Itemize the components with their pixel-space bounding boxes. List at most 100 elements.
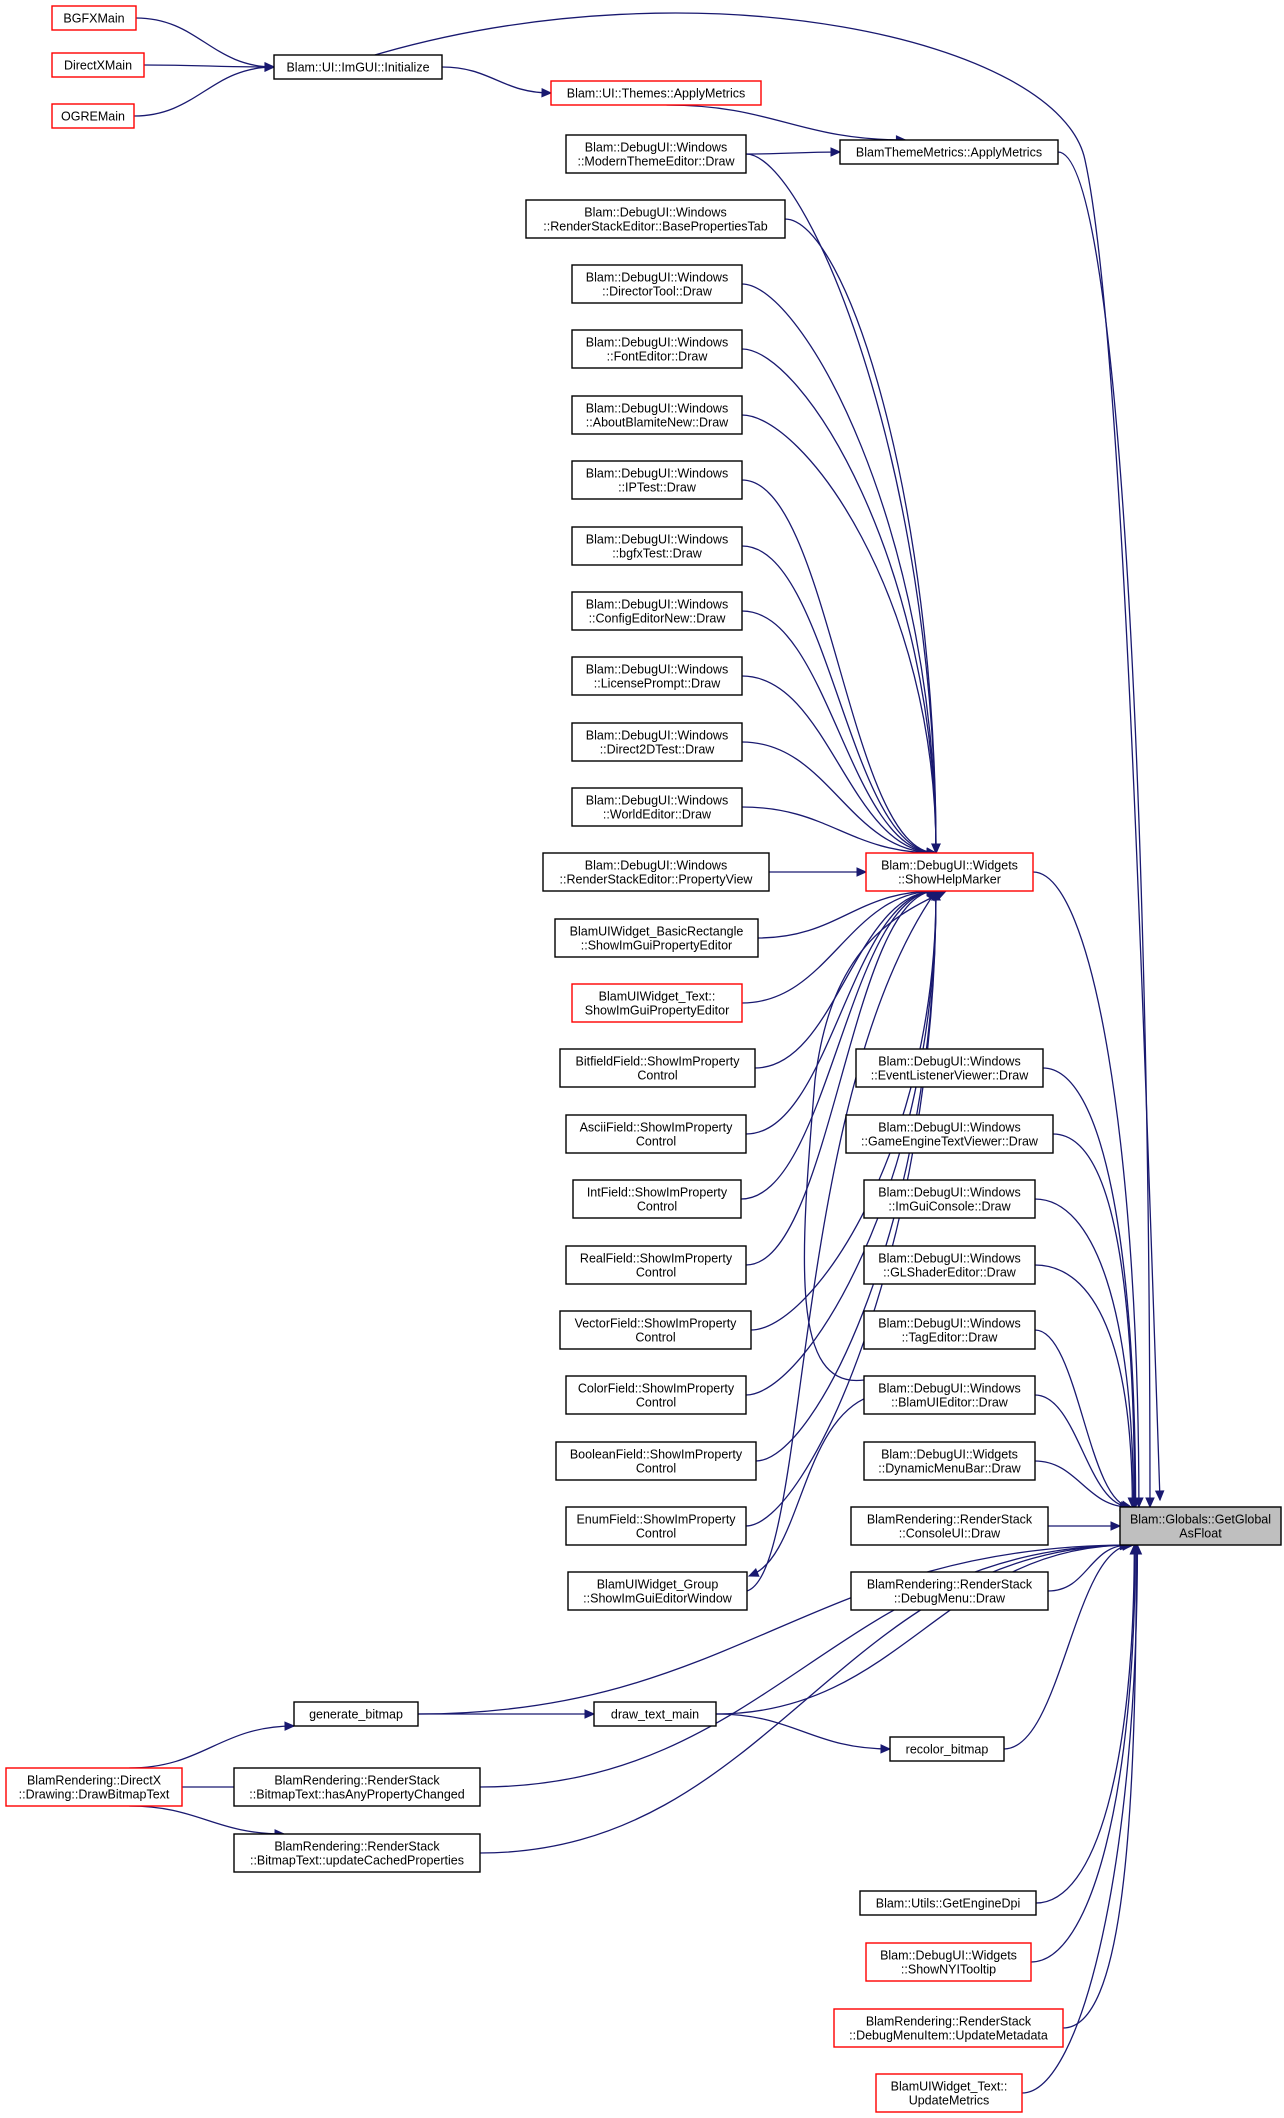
node-director-tool-draw[interactable]: Blam::DebugUI::Windows::DirectorTool::Dr… bbox=[571, 264, 743, 304]
node-label-line: BGFXMain bbox=[63, 12, 124, 26]
node-show-help-marker[interactable]: Blam::DebugUI::Widgets::ShowHelpMarker bbox=[865, 852, 1034, 892]
node-dynamic-menu-bar-draw[interactable]: Blam::DebugUI::Widgets::DynamicMenuBar::… bbox=[863, 1441, 1036, 1481]
node-box bbox=[572, 1179, 742, 1219]
node-ogre-main[interactable]: OGREMain bbox=[51, 103, 135, 129]
node-label-line: Blam::DebugUI::Windows bbox=[586, 794, 728, 808]
node-label-line: Blam::DebugUI::Windows bbox=[586, 533, 728, 547]
node-box bbox=[865, 852, 1034, 892]
node-label-line: Blam::DebugUI::Windows bbox=[585, 859, 727, 873]
node-console-ui-draw[interactable]: BlamRendering::RenderStack::ConsoleUI::D… bbox=[850, 1506, 1049, 1546]
node-label-line: ::RenderStackEditor::PropertyView bbox=[560, 873, 754, 887]
node-widget-text-update-metrics[interactable]: BlamUIWidget_Text::UpdateMetrics bbox=[875, 2073, 1023, 2113]
node-about-blamite-new-draw[interactable]: Blam::DebugUI::Windows::AboutBlamiteNew:… bbox=[571, 395, 743, 435]
node-themes-apply-metrics[interactable]: Blam::UI::Themes::ApplyMetrics bbox=[550, 80, 762, 106]
node-direct2d-test-draw[interactable]: Blam::DebugUI::Windows::Direct2DTest::Dr… bbox=[571, 722, 743, 762]
edge-arrowhead bbox=[1110, 1521, 1122, 1531]
node-world-editor-draw[interactable]: Blam::DebugUI::Windows::WorldEditor::Dra… bbox=[571, 787, 743, 827]
node-render-stack-editor-property-view[interactable]: Blam::DebugUI::Windows::RenderStackEdito… bbox=[542, 852, 770, 892]
node-config-editor-new-draw[interactable]: Blam::DebugUI::Windows::ConfigEditorNew:… bbox=[571, 591, 743, 631]
edge-arrowhead bbox=[584, 1709, 596, 1719]
node-game-engine-text-viewer-draw[interactable]: Blam::DebugUI::Windows::GameEngineTextVi… bbox=[845, 1114, 1054, 1154]
edge-line bbox=[741, 806, 937, 854]
node-label-line: BitfieldField::ShowImProperty bbox=[576, 1055, 741, 1069]
node-gl-shader-editor-draw[interactable]: Blam::DebugUI::Windows::GLShaderEditor::… bbox=[863, 1245, 1036, 1285]
node-basic-rectangle-show-editor[interactable]: BlamUIWidget_BasicRectangle::ShowImGuiPr… bbox=[554, 918, 759, 958]
node-blam-theme-metrics-apply[interactable]: BlamThemeMetrics::ApplyMetrics bbox=[839, 139, 1059, 165]
node-has-any-property-changed[interactable]: BlamRendering::RenderStack::BitmapText::… bbox=[233, 1767, 481, 1807]
node-debug-menu-draw[interactable]: BlamRendering::RenderStack::DebugMenu::D… bbox=[850, 1571, 1049, 1611]
node-label-line: Blam::DebugUI::Windows bbox=[878, 1055, 1020, 1069]
node-widget-text-show-editor[interactable]: BlamUIWidget_Text::ShowImGuiPropertyEdit… bbox=[571, 983, 743, 1023]
node-label-line: Blam::UI::Themes::ApplyMetrics bbox=[567, 87, 746, 101]
node-label-line: Blam::DebugUI::Windows bbox=[586, 467, 728, 481]
node-box bbox=[863, 1310, 1036, 1350]
edge-console_ui_draw-to-get_global_as_float bbox=[1048, 1521, 1122, 1531]
edge-line bbox=[745, 890, 937, 1266]
node-debug-menu-item-update-metadata[interactable]: BlamRendering::RenderStack::DebugMenuIte… bbox=[833, 2008, 1064, 2048]
node-directx-main[interactable]: DirectXMain bbox=[51, 52, 145, 78]
node-label-line: BlamRendering::RenderStack bbox=[867, 1513, 1033, 1527]
node-box bbox=[565, 134, 747, 174]
node-tag-editor-draw[interactable]: Blam::DebugUI::Windows::TagEditor::Draw bbox=[863, 1310, 1036, 1350]
edge-line bbox=[803, 890, 947, 1382]
node-box bbox=[571, 395, 743, 435]
node-font-editor-draw[interactable]: Blam::DebugUI::Windows::FontEditor::Draw bbox=[571, 329, 743, 369]
node-get-engine-dpi[interactable]: Blam::Utils::GetEngineDpi bbox=[859, 1890, 1037, 1916]
node-draw-text-main[interactable]: draw_text_main bbox=[593, 1701, 717, 1727]
node-label-line: Blam::DebugUI::Windows bbox=[584, 206, 726, 220]
node-label-line: ::ImGuiConsole::Draw bbox=[888, 1200, 1011, 1214]
node-widget-group-show-editor-window[interactable]: BlamUIWidget_Group::ShowImGuiEditorWindo… bbox=[567, 1571, 748, 1611]
node-label-line: Control bbox=[636, 1527, 676, 1541]
edge-line bbox=[741, 741, 937, 854]
node-label-line: ::bgfxTest::Draw bbox=[612, 547, 703, 561]
edge-line bbox=[741, 479, 937, 854]
edge-line bbox=[715, 1544, 1132, 1715]
node-draw-bitmap-text[interactable]: BlamRendering::DirectX::Drawing::DrawBit… bbox=[5, 1767, 183, 1807]
node-bgfx-test-draw[interactable]: Blam::DebugUI::Windows::bgfxTest::Draw bbox=[571, 526, 743, 566]
edge-debug_menu_item_update_metadata-to-get_global_as_float bbox=[1062, 1543, 1142, 2029]
node-label-line: Blam::Utils::GetEngineDpi bbox=[876, 1897, 1021, 1911]
node-imgui-initialize[interactable]: Blam::UI::ImGUI::Initialize bbox=[273, 54, 443, 80]
node-label-line: ::ConsoleUI::Draw bbox=[899, 1527, 1001, 1541]
edge-show_help_marker-to-get_global_as_float bbox=[1032, 871, 1144, 1509]
edge-dynamic_menu_bar_draw-to-get_global_as_float bbox=[1034, 1460, 1131, 1512]
node-imgui-console-draw[interactable]: Blam::DebugUI::Windows::ImGuiConsole::Dr… bbox=[863, 1179, 1036, 1219]
edge-line bbox=[1047, 1544, 1130, 1592]
node-recolor-bitmap[interactable]: recolor_bitmap bbox=[889, 1736, 1005, 1762]
node-ip-test-draw[interactable]: Blam::DebugUI::Windows::IPTest::Draw bbox=[571, 460, 743, 500]
node-label-line: Control bbox=[635, 1331, 675, 1345]
edge-arrowhead bbox=[1145, 1497, 1155, 1509]
edge-arrowhead bbox=[1132, 1543, 1143, 1555]
node-box bbox=[850, 1571, 1049, 1611]
node-modern-theme-editor-draw[interactable]: Blam::DebugUI::Windows::ModernThemeEdito… bbox=[565, 134, 747, 174]
node-label-line: DirectXMain bbox=[64, 59, 132, 73]
node-label-line: BlamUIWidget_Group bbox=[597, 1578, 719, 1592]
edge-line bbox=[129, 1805, 285, 1835]
node-bgfx-main[interactable]: BGFXMain bbox=[51, 5, 137, 31]
edge-widget_text_show_editor-to-show_help_marker bbox=[741, 886, 938, 1004]
node-render-stack-editor-base-props[interactable]: Blam::DebugUI::Windows::RenderStackEdito… bbox=[525, 199, 786, 239]
edge-imgui_initialize-to-get_global_as_float bbox=[374, 12, 1165, 1502]
node-update-cached-properties[interactable]: BlamRendering::RenderStack::BitmapText::… bbox=[233, 1833, 481, 1873]
node-event-listener-viewer-draw[interactable]: Blam::DebugUI::Windows::EventListenerVie… bbox=[855, 1048, 1044, 1088]
node-label-line: Blam::UI::ImGUI::Initialize bbox=[286, 61, 429, 75]
node-show-nyi-tooltip[interactable]: Blam::DebugUI::Widgets::ShowNYITooltip bbox=[865, 1942, 1032, 1982]
node-blam-ui-editor-draw[interactable]: Blam::DebugUI::Windows::BlamUIEditor::Dr… bbox=[863, 1375, 1036, 1415]
node-box bbox=[571, 591, 743, 631]
edge-line bbox=[715, 1713, 891, 1750]
node-license-prompt-draw[interactable]: Blam::DebugUI::Windows::LicensePrompt::D… bbox=[571, 656, 743, 696]
node-box bbox=[51, 52, 145, 78]
node-label-line: Blam::DebugUI::Windows bbox=[585, 141, 727, 155]
node-generate-bitmap[interactable]: generate_bitmap bbox=[293, 1701, 419, 1727]
edge-render_stack_editor_base_props-to-show_help_marker bbox=[784, 218, 941, 855]
edge-widget_group_show_editor_window-to-show_help_marker bbox=[746, 889, 937, 1592]
